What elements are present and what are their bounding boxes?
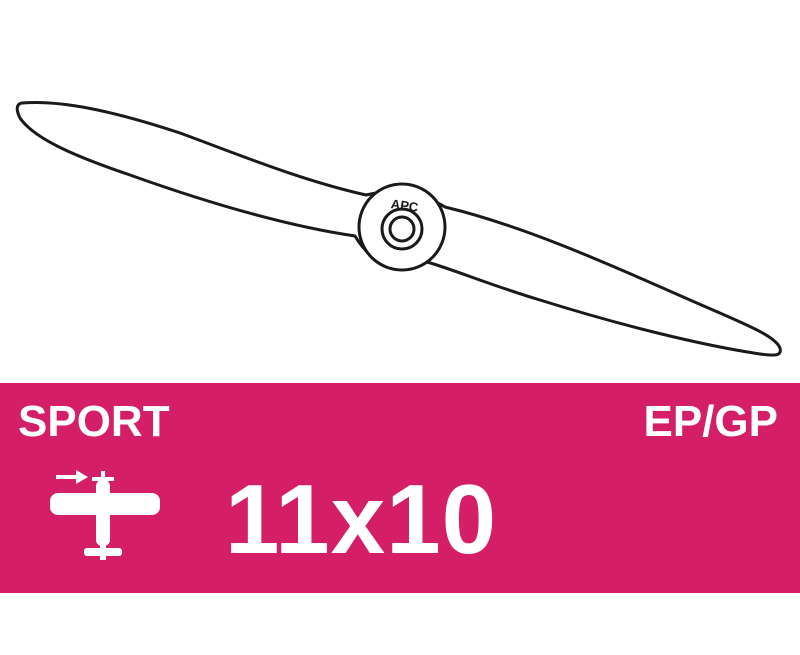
power-type-label: EP/GP xyxy=(643,397,779,446)
banner-background xyxy=(0,383,800,593)
hub-brand-text: APC xyxy=(390,196,420,215)
propeller-size-label: 11x10 xyxy=(225,464,498,574)
category-label: SPORT xyxy=(18,397,170,446)
propeller-hub-inner-ring xyxy=(388,215,416,243)
propeller-illustration: APC xyxy=(15,101,782,357)
tractor-airplane-icon xyxy=(50,470,160,560)
label-banner xyxy=(0,383,800,593)
